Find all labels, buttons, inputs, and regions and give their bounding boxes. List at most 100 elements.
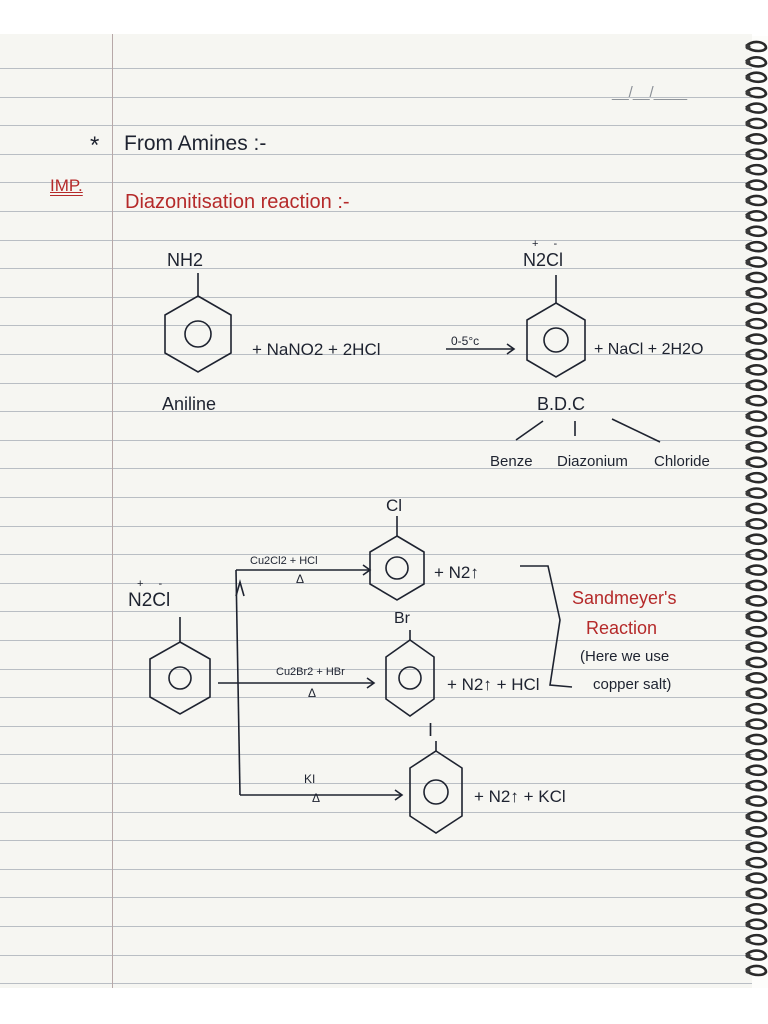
sandmeyer-bracket xyxy=(520,565,573,688)
spiral-hole xyxy=(745,136,751,142)
spiral-hole xyxy=(745,521,751,527)
ruled-line xyxy=(0,325,752,326)
bdc-part-chloride: Chloride xyxy=(654,453,710,470)
spiral-coil xyxy=(745,795,768,807)
spiral-hole xyxy=(745,583,751,589)
spiral-coil xyxy=(745,687,768,700)
spiral-hole xyxy=(745,414,751,420)
bdc-part-benze: Benze xyxy=(490,453,533,470)
ruled-line xyxy=(0,554,752,555)
spiral-hole xyxy=(745,321,751,327)
spiral-hole xyxy=(745,691,751,697)
spiral-coil xyxy=(745,564,768,576)
ruled-line xyxy=(0,754,752,755)
spiral-coil xyxy=(745,210,768,222)
spiral-coil xyxy=(745,302,768,315)
ruled-line xyxy=(0,182,752,183)
bdc-benzene-ring xyxy=(526,275,586,378)
ruled-line xyxy=(0,68,752,69)
start-substituent: N2Cl xyxy=(128,590,171,611)
sandmeyer-title-2: Reaction xyxy=(586,618,658,638)
spiral-hole xyxy=(745,906,751,913)
reaction1-condition: 0-5°c xyxy=(451,334,480,348)
spiral-hole xyxy=(745,814,751,820)
ruled-line xyxy=(0,383,752,384)
ruled-line xyxy=(0,211,752,212)
notebook-page xyxy=(0,34,752,990)
spiral-hole xyxy=(745,213,751,219)
product-charges: + - xyxy=(532,238,564,250)
spiral-hole xyxy=(745,491,751,497)
spiral-hole xyxy=(745,44,751,50)
ruled-line xyxy=(0,926,752,927)
spiral-hole xyxy=(745,429,751,435)
branch2-heat: Δ xyxy=(308,686,317,700)
spiral-hole xyxy=(745,922,751,928)
spiral-coil xyxy=(745,641,768,653)
spiral-hole xyxy=(745,460,751,466)
branch3-byproducts: + N2↑ + KCl xyxy=(474,787,566,806)
spiral-coil xyxy=(745,86,768,99)
spiral-hole xyxy=(745,183,751,189)
spiral-hole xyxy=(745,352,751,358)
spiral-hole xyxy=(745,799,751,805)
ruled-line xyxy=(0,526,752,527)
spiral-hole xyxy=(745,275,751,281)
spiral-hole xyxy=(745,290,751,296)
spiral-coil xyxy=(745,702,768,715)
chlorobenzene-ring xyxy=(369,516,425,601)
spiral-coil xyxy=(745,826,768,838)
spiral-coil xyxy=(745,518,768,530)
ruled-line xyxy=(0,268,752,269)
spiral-coil xyxy=(745,810,768,823)
spiral-coil xyxy=(745,271,768,284)
sandmeyer-note-1: (Here we use xyxy=(580,648,670,665)
spiral-hole xyxy=(745,90,751,96)
ruled-line xyxy=(0,640,752,641)
branch1-substituent: Cl xyxy=(386,496,403,515)
spiral-coil xyxy=(745,348,768,361)
spiral-hole xyxy=(745,398,751,404)
spiral-hole xyxy=(745,552,751,558)
spiral-hole xyxy=(745,860,751,866)
spiral-hole xyxy=(745,783,751,789)
section-title: From Amines :- xyxy=(124,132,267,155)
bdc-part-diazonium: Diazonium xyxy=(557,453,628,470)
ruled-line xyxy=(0,240,752,241)
spiral-hole xyxy=(745,937,751,943)
ruled-line xyxy=(0,812,752,813)
spiral-coil xyxy=(745,487,768,499)
branch2-byproducts: + N2↑ + HCl xyxy=(447,675,540,694)
spiral-hole xyxy=(745,121,751,127)
spiral-hole xyxy=(745,106,751,112)
branch1-byproducts: + N2↑ xyxy=(434,563,479,582)
ruled-line xyxy=(0,955,752,956)
aniline-benzene-ring xyxy=(164,273,232,373)
branch3-substituent: I xyxy=(428,720,434,740)
spiral-coil xyxy=(745,548,768,561)
ruled-line xyxy=(0,497,752,498)
spiral-coils xyxy=(745,40,768,977)
section-bullet: * xyxy=(90,132,100,159)
spiral-coil xyxy=(745,256,768,268)
ruled-line xyxy=(0,97,752,98)
branch2-substituent: Br xyxy=(394,610,410,627)
spiral-coil xyxy=(745,379,768,392)
spiral-coil xyxy=(745,471,768,484)
spiral-coil xyxy=(745,194,768,207)
spiral-coil xyxy=(745,394,768,407)
spiral-hole xyxy=(745,737,751,743)
spiral-coil xyxy=(745,949,768,961)
bromobenzene-ring xyxy=(385,630,435,717)
ruled-line xyxy=(0,869,752,870)
spiral-coil xyxy=(745,625,768,638)
spiral-coil xyxy=(745,179,768,191)
background-bottom xyxy=(0,988,768,1024)
spiral-hole xyxy=(745,306,751,312)
ruled-line xyxy=(0,411,752,412)
reaction1-byproducts: + NaCl + 2H2O xyxy=(594,341,704,358)
ruled-line xyxy=(0,726,752,727)
spiral-coil xyxy=(745,441,768,453)
reaction1-reagents: + NaNO2 + 2HCl xyxy=(252,340,381,359)
spiral-coil xyxy=(745,56,768,68)
